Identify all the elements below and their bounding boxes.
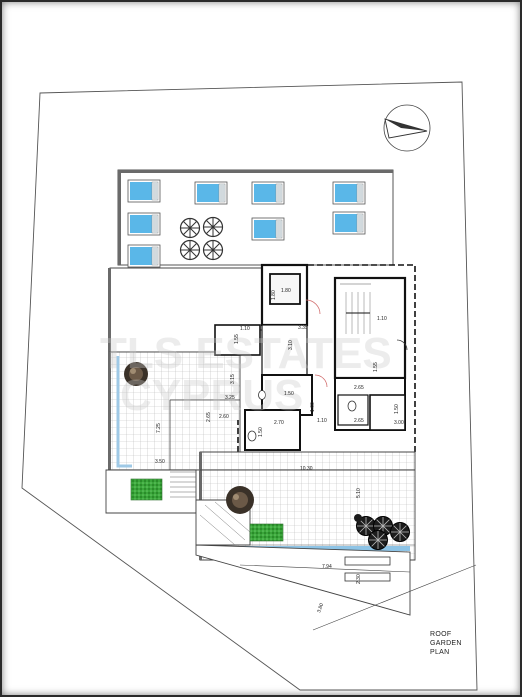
svg-text:2.65: 2.65 [354,385,364,391]
watermark: TLS ESTATES CYPRUS [100,329,392,420]
plan-title-line-1: ROOF [430,631,452,638]
svg-text:5.10: 5.10 [356,488,362,498]
svg-text:1.50: 1.50 [394,404,400,414]
svg-text:CYPRUS: CYPRUS [120,371,303,420]
svg-text:1.60: 1.60 [310,402,316,412]
svg-text:1.10: 1.10 [317,418,327,424]
svg-text:TLS ESTATES: TLS ESTATES [100,329,392,378]
plan-title-line-3: PLAN [430,649,450,656]
svg-text:3.25: 3.25 [225,395,235,401]
svg-text:3.35: 3.35 [298,325,308,331]
svg-text:3.10: 3.10 [288,340,294,350]
svg-text:3.80: 3.80 [316,602,325,613]
svg-text:7.25: 7.25 [156,423,162,433]
building-core [214,263,408,451]
plan-title: ROOF GARDEN PLAN [430,630,462,657]
svg-text:1.55: 1.55 [373,362,379,372]
svg-text:2.65: 2.65 [354,418,364,424]
svg-text:7.94: 7.94 [322,564,332,570]
svg-text:1.10: 1.10 [240,326,250,332]
svg-text:3.50: 3.50 [155,459,165,465]
svg-text:3.00: 3.00 [394,420,404,426]
svg-text:2.60: 2.60 [219,414,229,420]
svg-text:1.10: 1.10 [377,316,387,322]
plan-title-line-2: GARDEN [430,640,462,647]
svg-text:1.50: 1.50 [284,391,294,397]
grass-planter-center [249,523,284,542]
dimension-labels: 1.80 1.80 1.10 3.35 3.10 1.10 1.55 3.15 … [155,288,404,614]
svg-text:2.30: 2.30 [356,574,362,584]
stairs [170,471,196,498]
round-table-icon [124,362,148,386]
svg-text:10.30: 10.30 [300,466,313,472]
svg-text:1.50: 1.50 [258,427,264,437]
outdoor-table-icon [226,486,254,514]
svg-text:1.80: 1.80 [271,290,277,300]
svg-text:1.80: 1.80 [281,288,291,294]
svg-text:2.65: 2.65 [206,412,212,422]
svg-text:3.15: 3.15 [230,374,236,384]
svg-text:1.55: 1.55 [234,334,240,344]
north-arrow-icon [383,104,431,152]
dark-umbrellas [354,514,410,550]
svg-text:2.70: 2.70 [274,420,284,426]
